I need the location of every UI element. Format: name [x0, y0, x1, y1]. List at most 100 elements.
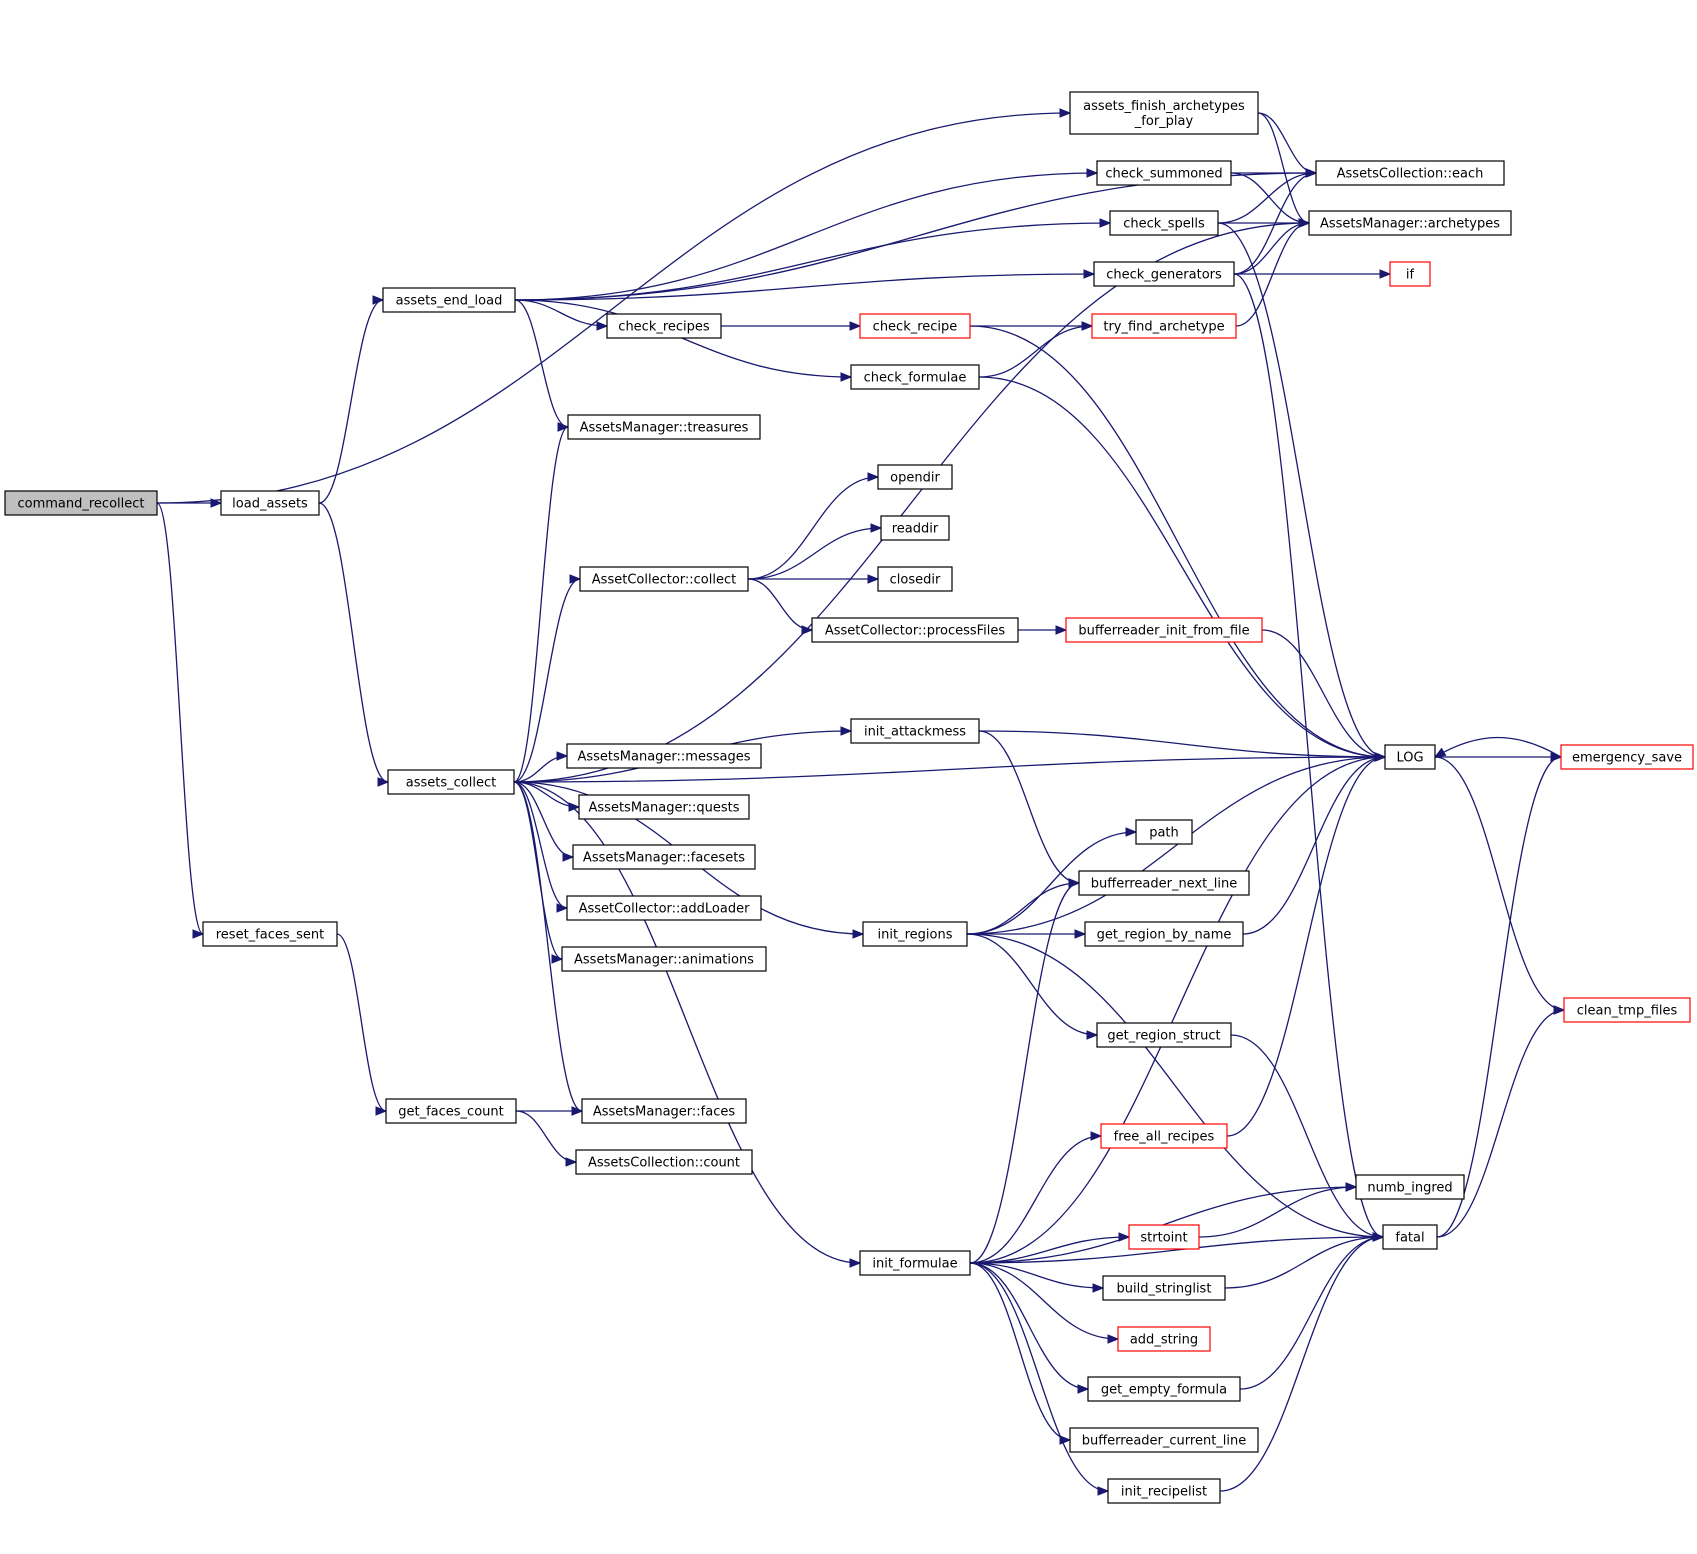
node-assets_finish_archetypes_for_play[interactable]: assets_finish_archetypes_for_play — [1069, 91, 1259, 135]
node-ac_addLoader[interactable]: AssetCollector::addLoader — [566, 895, 762, 921]
call-edge-check_summoned-to-am_archetypes — [1230, 172, 1311, 228]
call-edge-get_faces_count-to-am_faces — [516, 1106, 584, 1116]
node-box — [567, 414, 761, 440]
node-path[interactable]: path — [1135, 819, 1193, 845]
node-bufferreader_current_line[interactable]: bufferreader_current_line — [1069, 1427, 1259, 1453]
node-box — [387, 769, 515, 795]
node-ac_processFiles[interactable]: AssetCollector::processFiles — [811, 617, 1019, 643]
node-bufferreader_next_line[interactable]: bufferreader_next_line — [1078, 870, 1250, 896]
node-assets_end_load[interactable]: assets_end_load — [382, 287, 516, 313]
node-box — [572, 844, 756, 870]
node-reset_faces_sent[interactable]: reset_faces_sent — [202, 921, 338, 947]
node-opendir[interactable]: opendir — [877, 464, 953, 490]
call-edge-check_spells-to-acol_each — [1217, 168, 1318, 224]
node-label: check_generators — [1106, 268, 1222, 283]
node-label: check_recipes — [618, 320, 710, 335]
call-edge-get_empty_formula-to-fatal — [1239, 1232, 1385, 1390]
node-box — [1069, 1427, 1259, 1453]
node-am_messages[interactable]: AssetsManager::messages — [566, 743, 762, 769]
node-label: bufferreader_init_from_file — [1078, 624, 1249, 639]
call-edge-assets_collect-to-ac_addLoader — [513, 781, 569, 913]
node-init_recipelist[interactable]: init_recipelist — [1107, 1478, 1221, 1504]
node-box — [877, 464, 953, 490]
call-edge-check_recipes-to-check_recipe — [721, 321, 862, 331]
node-build_stringlist[interactable]: build_stringlist — [1102, 1275, 1226, 1301]
node-closedir[interactable]: closedir — [877, 566, 953, 592]
node-bufferreader_init_from_file[interactable]: bufferreader_init_from_file — [1065, 617, 1263, 643]
node-box — [578, 794, 750, 820]
node-acol_each[interactable]: AssetsCollection::each — [1315, 160, 1505, 186]
node-label: strtoint — [1140, 1231, 1187, 1246]
call-edge-ac_collect-to-opendir — [747, 472, 880, 580]
node-am_facesets[interactable]: AssetsManager::facesets — [572, 844, 756, 870]
node-label: assets_finish_archetypes — [1083, 99, 1245, 114]
node-check_recipes[interactable]: check_recipes — [606, 313, 722, 339]
node-free_all_recipes[interactable]: free_all_recipes — [1100, 1123, 1228, 1149]
node-am_treasures[interactable]: AssetsManager::treasures — [567, 414, 761, 440]
node-am_quests[interactable]: AssetsManager::quests — [578, 794, 750, 820]
call-edge-command_recollect-to-reset_faces_sent — [156, 502, 205, 939]
call-edge-build_stringlist-to-fatal — [1224, 1232, 1385, 1289]
node-get_faces_count[interactable]: get_faces_count — [385, 1098, 517, 1124]
node-clean_tmp_files[interactable]: clean_tmp_files — [1563, 997, 1691, 1023]
node-emergency_save[interactable]: emergency_save — [1560, 744, 1694, 770]
call-edge-strtoint-to-numb_ingred — [1198, 1182, 1358, 1238]
node-box — [1084, 921, 1244, 947]
node-box — [4, 490, 158, 516]
node-check_recipe[interactable]: check_recipe — [859, 313, 971, 339]
node-box — [566, 895, 762, 921]
call-edge-check_recipe-to-LOG — [969, 325, 1387, 762]
node-label: _for_play — [1134, 114, 1194, 129]
node-ac_collect[interactable]: AssetCollector::collect — [579, 566, 749, 592]
node-label: build_stringlist — [1117, 1282, 1212, 1297]
node-label: AssetsManager::animations — [574, 953, 754, 968]
node-check_generators[interactable]: check_generators — [1093, 261, 1235, 287]
node-strtoint[interactable]: strtoint — [1128, 1224, 1200, 1250]
node-init_regions[interactable]: init_regions — [862, 921, 968, 947]
node-box — [1308, 210, 1512, 236]
node-label: readdir — [892, 522, 939, 537]
node-numb_ingred[interactable]: numb_ingred — [1355, 1174, 1465, 1200]
node-get_region_by_name[interactable]: get_region_by_name — [1084, 921, 1244, 947]
node-box — [1065, 617, 1263, 643]
node-box — [850, 364, 980, 390]
call-edge-assets_end_load-to-check_generators — [514, 269, 1096, 301]
node-box — [566, 743, 762, 769]
call-edge-assets_end_load-to-check_spells — [514, 218, 1112, 301]
node-if[interactable]: if — [1389, 261, 1431, 287]
node-box — [579, 566, 749, 592]
node-check_spells[interactable]: check_spells — [1109, 210, 1219, 236]
node-box — [880, 515, 950, 541]
node-init_attackmess[interactable]: init_attackmess — [850, 718, 980, 744]
node-box — [606, 313, 722, 339]
node-label: init_formulae — [872, 1257, 957, 1272]
node-am_animations[interactable]: AssetsManager::animations — [561, 946, 767, 972]
node-label: try_find_archetype — [1103, 320, 1224, 335]
node-init_formulae[interactable]: init_formulae — [859, 1250, 971, 1276]
node-check_summoned[interactable]: check_summoned — [1096, 160, 1232, 186]
node-box — [220, 490, 320, 516]
node-try_find_archetype[interactable]: try_find_archetype — [1091, 313, 1237, 339]
node-am_faces[interactable]: AssetsManager::faces — [581, 1098, 747, 1124]
node-readdir[interactable]: readdir — [880, 515, 950, 541]
node-label: init_regions — [878, 928, 953, 943]
node-label: AssetsManager::quests — [589, 801, 740, 816]
node-label: assets_collect — [406, 776, 496, 791]
node-am_archetypes[interactable]: AssetsManager::archetypes — [1308, 210, 1512, 236]
node-get_empty_formula[interactable]: get_empty_formula — [1087, 1376, 1241, 1402]
call-edge-load_assets-to-assets_end_load — [318, 295, 385, 504]
node-load_assets[interactable]: load_assets — [220, 490, 320, 516]
node-get_region_struct[interactable]: get_region_struct — [1096, 1022, 1232, 1048]
node-label: AssetsManager::treasures — [580, 421, 749, 436]
node-assets_collect[interactable]: assets_collect — [387, 769, 515, 795]
node-add_string[interactable]: add_string — [1117, 1326, 1211, 1352]
node-LOG[interactable]: LOG — [1384, 744, 1436, 770]
call-edge-init_regions-to-path — [966, 827, 1138, 935]
node-box — [1093, 261, 1235, 287]
call-edge-assets_collect-to-am_facesets — [513, 781, 575, 862]
node-box — [581, 1098, 747, 1124]
node-check_formulae[interactable]: check_formulae — [850, 364, 980, 390]
node-fatal[interactable]: fatal — [1382, 1224, 1438, 1250]
node-command_recollect[interactable]: command_recollect — [4, 490, 158, 516]
node-acol_count[interactable]: AssetsCollection::count — [575, 1149, 753, 1175]
